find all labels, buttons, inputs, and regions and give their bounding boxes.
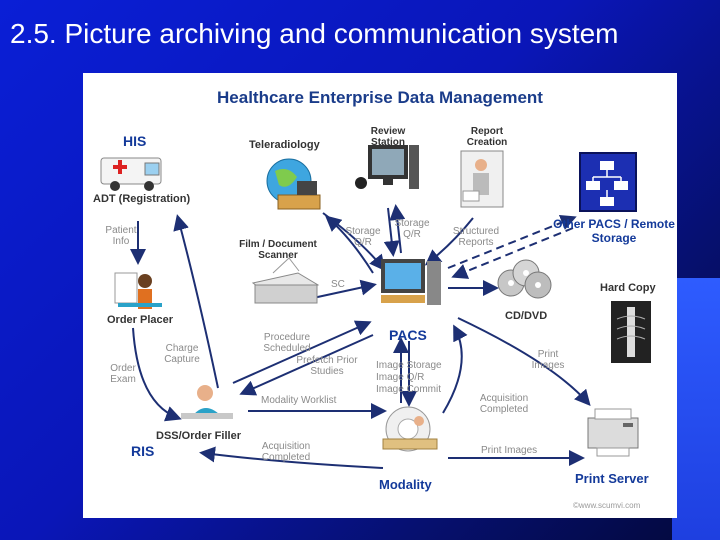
diagram-graphics xyxy=(100,145,651,469)
arrow-sc xyxy=(312,279,377,299)
node-other-pacs: Other PACS / Remote Storage xyxy=(553,217,675,245)
arrow-prefetch xyxy=(239,334,374,396)
pacs-computer-icon xyxy=(381,259,441,305)
network-storage-icon xyxy=(579,152,637,212)
xray-film-icon xyxy=(611,301,651,363)
label-print-images-bottom: Print Images xyxy=(481,445,538,456)
teleradiology-globe-icon xyxy=(266,158,321,210)
pacs-diagram: Healthcare Enterprise Data Management HI… xyxy=(83,73,677,518)
label-image-commit: Image Commit xyxy=(376,384,442,395)
decorative-blue-bar xyxy=(672,278,720,540)
label-print-images-right: Print Images xyxy=(531,349,565,371)
dss-order-filler-icon xyxy=(181,385,233,419)
arrow-review-pacs xyxy=(383,207,400,257)
label-storage-qr-left: Storage Q/R xyxy=(345,226,381,248)
arrow-storage-qr-left-back xyxy=(324,215,374,274)
ambulance-icon xyxy=(100,157,162,191)
label-modality-worklist: Modality Worklist xyxy=(261,395,337,406)
arrow-pacs-review xyxy=(389,204,406,254)
node-dss-order-filler: DSS/Order Filler xyxy=(156,430,241,442)
node-report-creation: Report Creation xyxy=(466,126,508,148)
arrow-structured-reports xyxy=(424,217,474,266)
arrow-other-pacs xyxy=(447,215,577,269)
node-his: HIS xyxy=(123,133,147,149)
arrow-order-exam xyxy=(132,327,182,422)
label-charge-capture: Charge Capture xyxy=(164,343,200,365)
node-print-server: Print Server xyxy=(575,471,649,486)
node-order-placer: Order Placer xyxy=(107,314,174,326)
scanner-icon xyxy=(251,257,320,304)
label-structured-reports: Structured Reports xyxy=(452,226,500,248)
label-procedure-scheduled: Procedure Scheduled xyxy=(263,332,311,354)
node-ris: RIS xyxy=(131,443,155,459)
modality-scanner-icon xyxy=(382,406,438,452)
label-sc: SC xyxy=(331,279,345,290)
arrow-charge-capture xyxy=(173,214,219,389)
label-order-exam: Order Exam xyxy=(110,363,136,385)
node-modality: Modality xyxy=(379,477,432,492)
diagram-title: Healthcare Enterprise Data Management xyxy=(217,88,543,107)
label-acquisition-completed-right: Acquisition Completed xyxy=(479,393,529,415)
node-scanner: Film / Document Scanner xyxy=(239,239,317,261)
label-image-storage: Image Storage xyxy=(376,360,442,371)
label-acquisition-completed-left: Acquisition Completed xyxy=(261,441,311,463)
node-review-station: Review Station xyxy=(370,126,406,148)
node-hard-copy: Hard Copy xyxy=(600,282,656,294)
node-teleradiology: Teleradiology xyxy=(249,139,320,151)
label-storage-qr-top: Storage Q/R xyxy=(394,218,430,240)
label-patient-info: Patient Info xyxy=(105,225,137,247)
node-adt: ADT (Registration) xyxy=(93,193,191,205)
cd-dvd-icon xyxy=(497,259,552,299)
arrow-acq-completed-left xyxy=(199,446,384,469)
copyright-notice: ©www.scumvi.com xyxy=(573,501,641,510)
arrow-procedure-scheduled xyxy=(232,320,372,384)
arrow-acq-completed-right xyxy=(442,324,468,414)
order-placer-icon xyxy=(114,272,162,309)
review-station-icon xyxy=(355,145,419,189)
slide-title: 2.5. Picture archiving and communication… xyxy=(10,18,619,49)
printer-icon xyxy=(587,408,639,457)
arrow-other-pacs-back xyxy=(451,227,574,279)
node-cd-dvd: CD/DVD xyxy=(505,310,548,322)
label-image-qr: Image Q/R xyxy=(376,372,425,383)
arrow-print-images-right xyxy=(457,317,591,407)
report-creation-icon xyxy=(460,150,504,208)
node-pacs: PACS xyxy=(389,327,427,343)
label-prefetch-prior-studies: Prefetch Prior Studies xyxy=(296,355,358,377)
